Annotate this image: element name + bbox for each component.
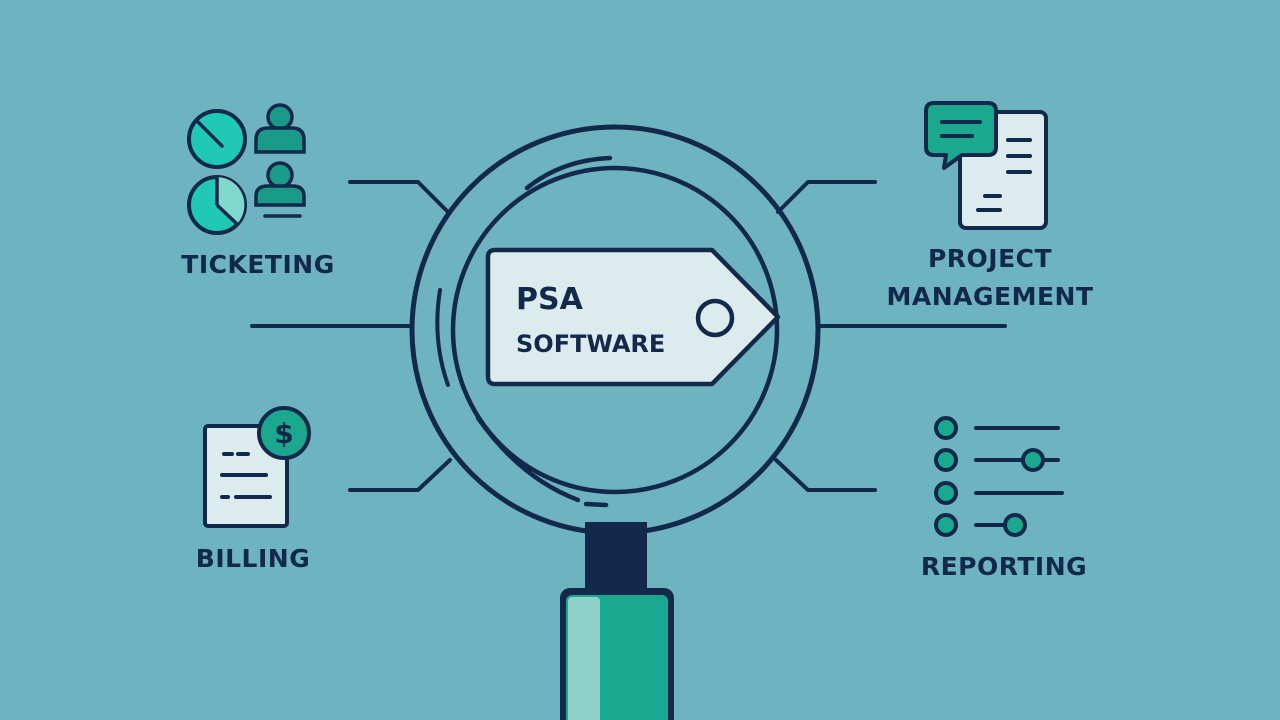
connector-project: [776, 180, 877, 214]
glass-glare-top: [524, 155, 613, 191]
report-dot-1: [934, 416, 958, 440]
glass-glare-left: [435, 288, 450, 387]
report-dot-4: [934, 513, 958, 537]
user-head-top: [266, 103, 294, 131]
tag-hole: [695, 298, 735, 338]
clock-slice: [217, 177, 245, 224]
glass-lens-outer: [409, 124, 821, 536]
psa-tag: [485, 247, 781, 387]
connector-lines: [250, 180, 1007, 492]
report-dot-3: [934, 481, 958, 505]
user-body-bottom: [254, 184, 306, 207]
clock-hand-top: [196, 120, 224, 148]
label-billing: BILLING: [195, 544, 311, 573]
connector-reporting: [774, 458, 877, 492]
chat-document-icon: [924, 101, 1048, 230]
report-knob-2: [1021, 448, 1045, 472]
user-icon-top: [254, 103, 306, 154]
tag-shape: [485, 247, 781, 387]
glass-glare-bottom: [475, 415, 581, 503]
dollar-sign: $: [274, 417, 293, 450]
glass-handle-highlight: [568, 597, 600, 720]
glass-glare-dash: [583, 501, 609, 508]
connector-billing: [348, 458, 452, 492]
report-knob-4: [1003, 513, 1027, 537]
invoice-dollar-icon: $: [203, 406, 311, 528]
clock-hand-bottom-2: [215, 203, 239, 226]
document-lines: [976, 138, 1032, 212]
label-project-line2: MANAGEMENT: [886, 282, 1094, 311]
glass-lens-inner: [450, 165, 780, 495]
tag-title: PSA: [516, 282, 583, 317]
slider-list-icon: [934, 416, 1064, 537]
report-dot-2: [934, 448, 958, 472]
user-icon-bottom: [254, 161, 306, 218]
tag-subtitle: SOFTWARE: [516, 330, 666, 358]
label-project-line1: PROJECT: [927, 244, 1053, 273]
user-body-top: [254, 126, 306, 154]
magnifying-glass-icon: [409, 124, 821, 720]
label-reporting: REPORTING: [920, 552, 1088, 581]
clock-user-icon: [187, 103, 306, 235]
user-head-bottom: [266, 161, 294, 189]
dollar-coin: [257, 406, 311, 460]
invoice-lines: [220, 452, 272, 499]
connector-ticketing: [348, 180, 450, 214]
label-ticketing: TICKETING: [181, 250, 335, 279]
